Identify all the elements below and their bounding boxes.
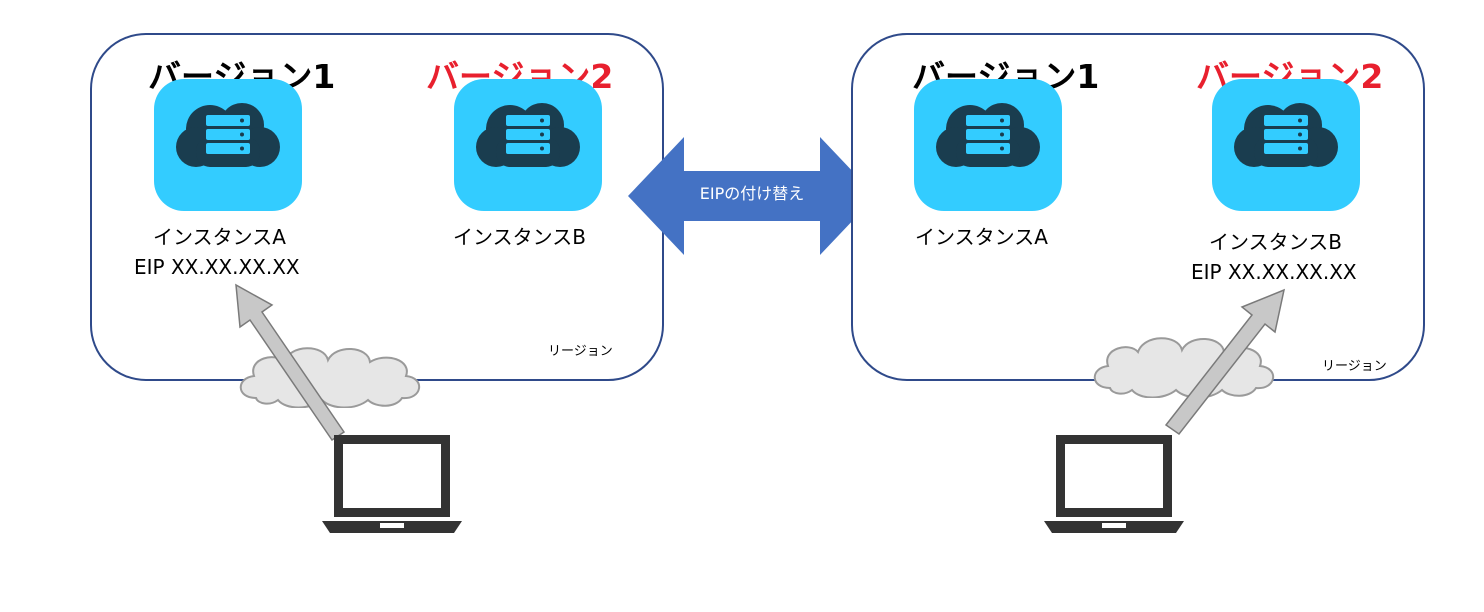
right-instance-b-eip: EIP XX.XX.XX.XX bbox=[1191, 260, 1357, 284]
left-instance-b-label: インスタンスB bbox=[453, 225, 586, 249]
right-region-label: リージョン bbox=[1322, 359, 1387, 374]
cloud-server-icon bbox=[450, 77, 606, 213]
cloud-server-icon bbox=[150, 77, 306, 213]
left-region-label: リージョン bbox=[548, 344, 613, 359]
access-arrow-right bbox=[1164, 288, 1286, 436]
cloud-server-icon bbox=[910, 77, 1066, 213]
laptop-icon bbox=[322, 435, 462, 535]
right-instance-a-label: インスタンスA bbox=[915, 225, 1048, 249]
access-arrow-left bbox=[235, 283, 346, 442]
left-instance-a-eip: EIP XX.XX.XX.XX bbox=[134, 255, 300, 279]
eip-swap-arrow bbox=[628, 137, 876, 255]
laptop-icon bbox=[1044, 435, 1184, 535]
cloud-server-icon bbox=[1208, 77, 1364, 213]
left-instance-a-label: インスタンスA bbox=[153, 225, 286, 249]
right-instance-b-label: インスタンスB bbox=[1209, 230, 1342, 254]
eip-swap-label: EIPの付け替え bbox=[699, 184, 805, 203]
